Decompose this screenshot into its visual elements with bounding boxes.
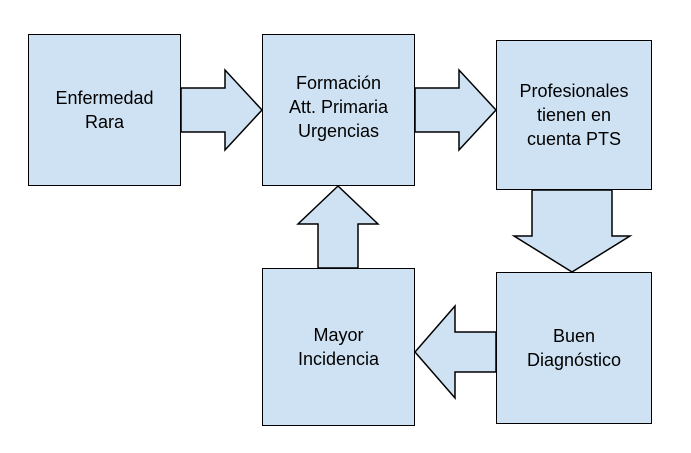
arrow-buen-diagnostico-to-mayor-incidencia bbox=[414, 303, 497, 401]
arrow-profesionales-to-buen-diagnostico bbox=[511, 189, 633, 273]
box-profesionales-label: Profesionales tienen en cuenta PTS bbox=[519, 81, 629, 149]
box-buen-diagnostico-label: Buen Diagnóstico bbox=[526, 326, 622, 370]
arrow-enfermedad-to-formacion bbox=[180, 68, 264, 152]
box-formacion: Formación Att. Primaria Urgencias bbox=[262, 34, 415, 186]
box-enfermedad-rara: Enfermedad Rara bbox=[28, 34, 181, 186]
box-profesionales: Profesionales tienen en cuenta PTS bbox=[496, 40, 652, 190]
box-formacion-label: Formación Att. Primaria Urgencias bbox=[288, 73, 389, 141]
arrow-formacion-to-profesionales bbox=[414, 68, 498, 152]
box-mayor-incidencia: Mayor Incidencia bbox=[262, 268, 415, 426]
arrow-mayor-incidencia-to-formacion bbox=[296, 184, 380, 269]
box-mayor-incidencia-label: Mayor Incidencia bbox=[297, 325, 380, 369]
box-enfermedad-rara-label: Enfermedad Rara bbox=[55, 88, 154, 132]
box-buen-diagnostico: Buen Diagnóstico bbox=[496, 272, 652, 424]
